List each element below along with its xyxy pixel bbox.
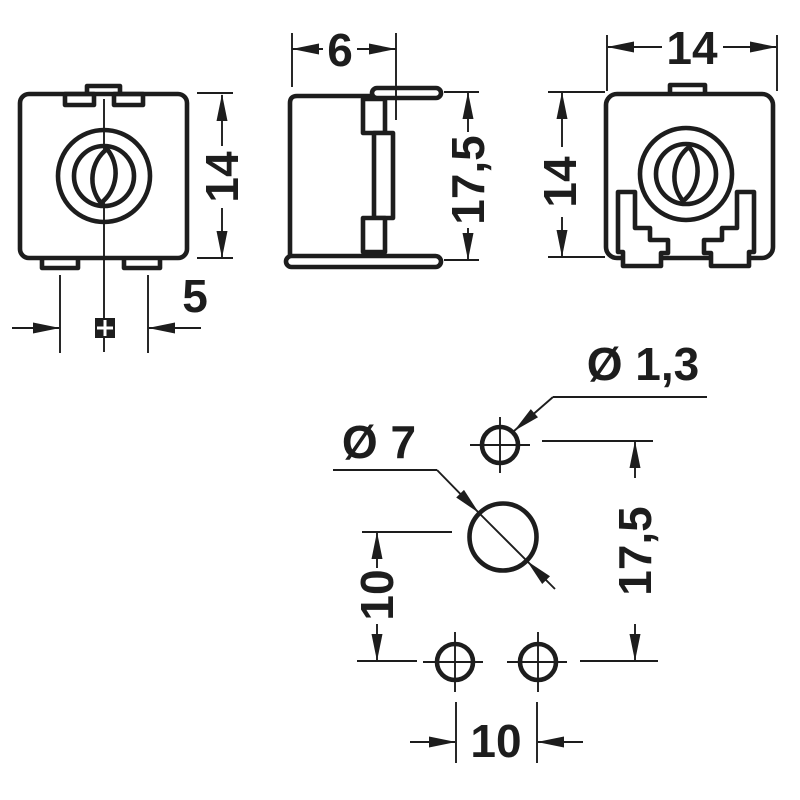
- rear-height-label: 14: [534, 156, 586, 208]
- side-height-label: 17,5: [442, 135, 494, 225]
- arrow-down-icon: [629, 634, 641, 661]
- rear-terminal-right: [701, 189, 757, 269]
- footprint-row-spacing-dimension: 10: [351, 531, 452, 662]
- footprint-overall-spacing-label: 17,5: [609, 506, 661, 596]
- side-bottom-flange: [283, 253, 444, 270]
- arrow-up-icon: [371, 532, 383, 559]
- footprint-row-spacing-label: 10: [351, 569, 403, 620]
- rear-view: 14 14: [534, 22, 778, 269]
- large-hole-diameter-label: Ø 7: [342, 416, 416, 468]
- arrow-right-icon: [369, 43, 396, 55]
- rear-rotor-outer-circle: [637, 125, 735, 223]
- side-pin-bottom: [360, 215, 388, 255]
- arrow-up-left-icon: [527, 561, 550, 584]
- small-hole-diameter-label: Ø 1,3: [587, 338, 700, 390]
- front-rotor-inner-circle: [71, 143, 137, 209]
- arrow-up-icon: [216, 94, 228, 121]
- side-height-dimension: 17,5: [442, 91, 494, 261]
- arrow-up-icon: [629, 441, 641, 468]
- side-pin-top: [360, 96, 388, 136]
- large-hole-diameter-callout: Ø 7: [333, 416, 556, 590]
- side-body-outline: [287, 93, 377, 256]
- arrow-left-icon: [148, 322, 175, 334]
- footprint-pin-pitch-label: 10: [470, 715, 521, 767]
- rear-screwdriver-slot: [672, 144, 700, 204]
- arrow-down-icon: [216, 231, 228, 258]
- arrow-left-icon: [292, 43, 319, 55]
- front-screwdriver-slot: [90, 146, 118, 206]
- front-top-notch-right: [111, 91, 146, 108]
- front-height-dimension: 14: [196, 92, 248, 259]
- footprint-view: Ø 1,3 Ø 7 10 17: [333, 338, 707, 767]
- arrow-up-icon: [556, 92, 568, 119]
- footprint-hole-large: [467, 501, 539, 573]
- arrow-right-icon: [33, 322, 60, 334]
- side-pin-middle: [371, 130, 396, 221]
- side-depth-dimension: 6: [291, 24, 397, 120]
- rear-height-dimension: 14: [534, 91, 605, 258]
- small-hole-diameter-callout: Ø 1,3: [513, 338, 707, 432]
- arrow-left-icon: [537, 736, 564, 748]
- arrow-left-icon: [607, 41, 634, 53]
- side-depth-label: 6: [327, 24, 353, 76]
- front-pin-offset-dimension: 5: [12, 270, 208, 353]
- arrow-down-icon: [462, 233, 474, 260]
- arrow-up-icon: [462, 92, 474, 119]
- front-rotor-outer-circle: [55, 127, 153, 225]
- side-view: 6 17,5: [283, 24, 494, 270]
- arrow-right-icon: [429, 736, 456, 748]
- front-top-notch-left: [62, 91, 97, 108]
- footprint-overall-spacing-dimension: 17,5: [542, 440, 661, 662]
- rear-width-label: 14: [666, 22, 718, 74]
- arrow-down-left-icon: [514, 409, 538, 431]
- front-height-label: 14: [196, 151, 248, 203]
- arrow-right-icon: [750, 41, 777, 53]
- rear-rotor-inner-circle: [653, 141, 719, 207]
- arrow-down-right-icon: [456, 489, 479, 513]
- footprint-pin-pitch-dimension: 10: [410, 702, 583, 767]
- front-pin-offset-label: 5: [182, 270, 208, 322]
- arrow-down-icon: [556, 230, 568, 257]
- rear-terminal-left: [615, 189, 671, 269]
- front-view: 14 5: [12, 83, 248, 353]
- rear-width-dimension: 14: [606, 22, 778, 91]
- arrow-down-icon: [371, 634, 383, 661]
- side-top-flange: [369, 85, 444, 101]
